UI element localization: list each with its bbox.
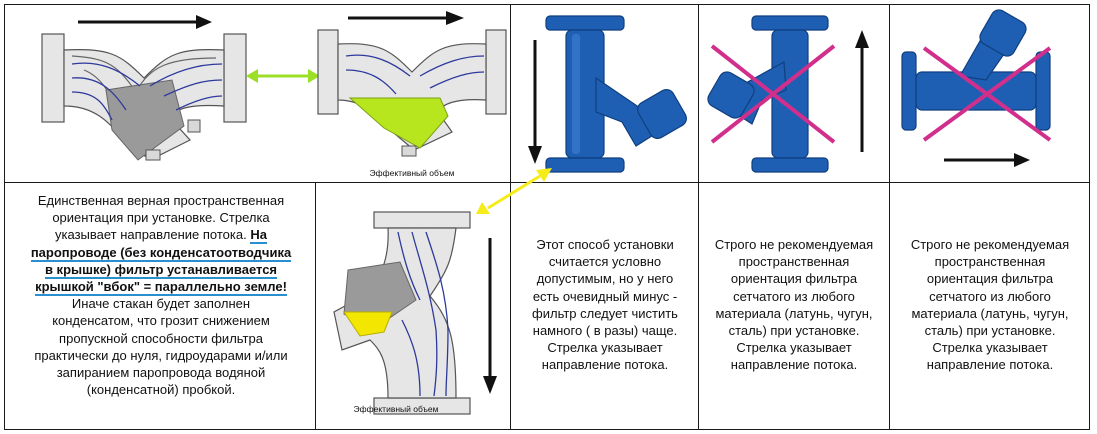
text-line: ориентация фильтра: [926, 271, 1054, 287]
text-line: Единственная верная пространственная: [37, 193, 285, 208]
link-arrow-green-icon: [246, 69, 320, 83]
flow-lines: [71, 62, 223, 121]
flow-arrow-right-icon: [944, 153, 1030, 167]
flow-arrow-down-icon: [483, 238, 497, 394]
text-line: пространственная: [934, 254, 1046, 270]
table-border-bottom: [4, 429, 1090, 430]
text-line: (конденсатной) пробкой.: [86, 382, 236, 398]
effective-volume-caption-bottom: Эффективный объем: [353, 404, 439, 414]
text-line: направление потока.: [926, 357, 1054, 373]
text-line: намного ( в разы) чаще.: [532, 323, 678, 339]
text-line: считается условно: [548, 254, 662, 270]
text-line: Строго не рекомендуемая: [910, 237, 1070, 252]
warning-line: в крышке) фильтр устанавливается: [44, 261, 278, 279]
text-line: материала (латунь, чугун,: [715, 305, 873, 321]
text-line: есть очевидный минус -: [532, 288, 678, 304]
text-line: направление потока.: [730, 357, 858, 373]
effective-volume-caption-top: Эффективный объем: [369, 168, 455, 178]
text-line: сталь) при установке.: [924, 323, 1056, 339]
flow-arrow-up-icon: [855, 30, 869, 152]
table-col-divider-2: [510, 4, 511, 430]
text-line: Стрелка указывает: [932, 340, 1048, 356]
table-col-divider-4: [889, 4, 890, 430]
text-line: ориентация фильтра: [730, 271, 858, 287]
table-row-divider: [4, 182, 1090, 183]
vertical-down-text: Этот способ установки считается условно …: [512, 236, 698, 374]
table-border-right: [1089, 4, 1090, 430]
cover-up-text: Строго не рекомендуемая пространственная…: [892, 236, 1088, 374]
y-strainer-cutaway: [317, 29, 507, 151]
y-strainer-blue: [545, 15, 687, 173]
table-col-divider-3: [698, 4, 699, 430]
flow-arrow-right-icon: [78, 15, 212, 29]
y-strainer-blue: [901, 9, 1051, 131]
warning-line: паропроводе (без конденсатоотводчика: [30, 244, 292, 262]
text-line: материала (латунь, чугун,: [911, 305, 1069, 321]
text-line: направление потока.: [541, 357, 669, 373]
text-line: практически до нуля, гидроударами и/или: [34, 347, 288, 363]
text-line: Стрелка указывает: [736, 340, 852, 356]
text-line: Этот способ установки: [536, 237, 674, 252]
table-border-left: [4, 4, 5, 430]
vertical-up-text: Строго не рекомендуемая пространственная…: [700, 236, 888, 374]
cross-forbidden-icon: [710, 44, 836, 144]
text-line: допустимым, но у него: [536, 271, 674, 287]
table-col-divider-1: [315, 182, 316, 430]
flow-lines: [345, 54, 485, 95]
effective-volume-green: [348, 97, 449, 149]
text-line: указывает направление потока. На: [55, 227, 267, 245]
y-strainer-blue: [707, 15, 829, 173]
main-orientation-text: Единственная верная пространственная ори…: [8, 192, 314, 398]
text-line: Иначе стакан будет заполнен: [71, 296, 251, 312]
text-line: сетчатого из любого: [733, 288, 855, 304]
cross-forbidden-icon: [922, 46, 1052, 142]
table-border-top: [4, 4, 1090, 5]
flow-arrow-right-icon: [348, 11, 464, 25]
effective-volume-yellow: [343, 311, 393, 337]
text-line: пропускной способности фильтра: [59, 330, 263, 346]
text-line: Строго не рекомендуемая: [714, 237, 874, 252]
text-line: сталь) при установке.: [728, 323, 860, 339]
screen-mesh: [105, 79, 185, 161]
text-line: пространственная: [738, 254, 850, 270]
link-arrow-yellow-icon: [476, 168, 552, 214]
warning-line: крышкой "вбок" = параллельно земле!: [35, 279, 287, 297]
flow-lines: [397, 231, 449, 397]
text-line: конденсатом, что грозит снижением: [52, 313, 270, 329]
text-line: ориентация при установке. Стрелка: [52, 210, 270, 226]
orientation-table: [4, 4, 1090, 430]
flow-arrow-down-icon: [528, 40, 542, 164]
text-line: сетчатого из любого: [929, 288, 1051, 304]
text-line: фильтр следует чистить: [532, 305, 678, 321]
text-line: запиранием паропровода водяной: [56, 365, 266, 381]
text-line: Стрелка указывает: [547, 340, 663, 356]
cover-bolts: [145, 119, 201, 161]
